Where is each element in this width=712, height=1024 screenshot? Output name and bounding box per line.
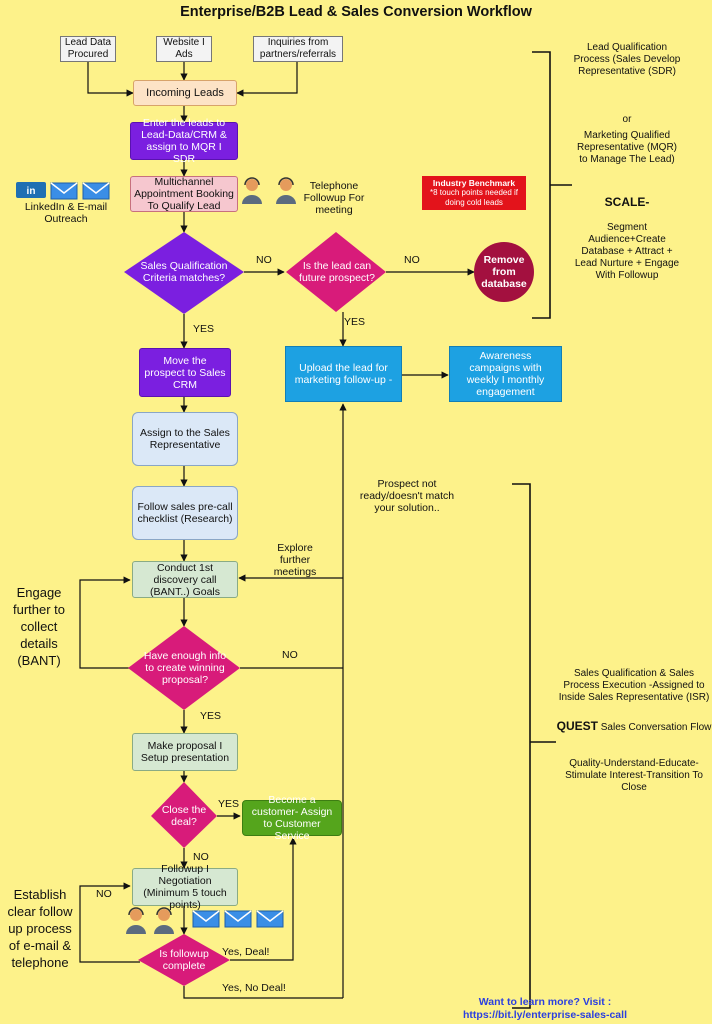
label-yes-deal: Yes, Deal! [222, 946, 270, 958]
email-icon [224, 910, 252, 928]
step-enter-crm: Enter the leads to Lead-Data/CRM & assig… [130, 117, 238, 165]
decision-enough-info-shape [128, 626, 240, 710]
note-quest: QUEST Sales Conversation Flow [556, 720, 712, 734]
decision-followup-shape [138, 934, 230, 986]
note-lead-qualification: Lead Qualification Process (Sales Develo… [573, 42, 681, 77]
label-no: NO [404, 254, 420, 266]
person-headset-icon [126, 907, 146, 934]
step-followup-negotiation: Followup I Negotiation (Minimum 5 touch … [132, 863, 238, 911]
connector [87, 62, 134, 97]
step-discovery-call: Conduct 1st discovery call (BANT..) Goal… [132, 561, 238, 598]
connector [79, 882, 140, 963]
decision-enough-info: Have enough info to create winning propo… [143, 650, 227, 686]
decision-future: Is the lead can future prospect? [299, 260, 375, 284]
industry-benchmark: Industry Benchmark *8 touch points neede… [422, 176, 526, 210]
person-headset-icon [242, 177, 262, 204]
note-establish-followup: Establish clear follow up process of e-m… [7, 887, 73, 970]
note-engage-further: Engage further to collect details (BANT) [12, 585, 66, 668]
note-quest-definition: Quality-Understand-Educate-Stimulate Int… [565, 758, 703, 793]
step-precall: Follow sales pre-call checklist (Researc… [132, 486, 238, 540]
quest-text: Sales Conversation Flow [600, 722, 712, 733]
benchmark-title: Industry Benchmark [432, 178, 516, 188]
footer-learn-more[interactable]: Want to learn more? Visit : https://bit.… [440, 996, 650, 1022]
email-icon [82, 182, 110, 200]
connector [79, 576, 131, 669]
source-inquiries: Inquiries from partners/referrals [253, 36, 343, 62]
person-headset-icon [154, 907, 174, 934]
decision-future-shape [286, 232, 386, 312]
label-yes: YES [200, 710, 222, 722]
label-yes-no-deal: Yes, No Deal! [222, 982, 286, 994]
label-yes: YES [218, 798, 240, 810]
label-no: NO [282, 649, 298, 661]
step-assign-rep: Assign to the Sales Representative [132, 412, 238, 466]
email-icon [50, 182, 78, 200]
source-lead-data: Lead Data Procured [60, 36, 116, 62]
note-sales-qualification: Sales Qualification & Sales Process Exec… [558, 668, 710, 703]
decision-close-shape [151, 782, 217, 848]
label-no: NO [256, 254, 272, 266]
note-scale: SCALE- [604, 195, 650, 209]
label-yes: YES [193, 323, 215, 335]
note-mqr: Marketing Qualified Representative (MQR)… [576, 130, 678, 165]
decision-close-deal: Close the deal? [161, 804, 207, 828]
footer-line1: Want to learn more? Visit : [478, 996, 612, 1008]
svg-text:in: in [27, 186, 36, 197]
step-upload-marketing: Upload the lead for marketing follow-up … [285, 346, 402, 402]
note-or: or [622, 114, 632, 125]
label-telephone-followup: Telephone Followup For meeting [303, 180, 365, 216]
label-explore-meetings: Explore further meetings [273, 542, 317, 578]
connector [183, 986, 343, 999]
step-become-customer: Become a customer- Assign to Customer Se… [242, 794, 342, 842]
label-no: NO [193, 851, 209, 863]
step-multichannel: Multichannel Appointment Booking To Qual… [130, 176, 238, 212]
person-headset-icon [276, 177, 296, 204]
linkedin-icon: in [16, 182, 46, 198]
step-incoming-leads: Incoming Leads [133, 80, 237, 106]
benchmark-text: *8 touch points needed if doing cold lea… [429, 188, 519, 207]
email-icon [192, 910, 220, 928]
label-prospect-not-ready: Prospect not ready/doesn't match your so… [359, 478, 455, 514]
step-move-prospect: Move the prospect to Sales CRM [139, 348, 231, 397]
label-yes: YES [344, 316, 366, 328]
label-no: NO [96, 888, 112, 900]
step-remove-database: Remove from database [474, 242, 534, 302]
note-scale-text: Segment Audience+Create Database + Attra… [574, 222, 680, 281]
connector [236, 62, 298, 97]
page-title: Enterprise/B2B Lead & Sales Conversion W… [180, 4, 532, 20]
quest-label: QUEST [556, 719, 598, 733]
step-proposal: Make proposal I Setup presentation [132, 733, 238, 771]
bracket-top [532, 51, 551, 319]
decision-followup-complete: Is followup complete [159, 948, 209, 972]
decision-criteria-shape [124, 232, 244, 314]
email-icon [256, 910, 284, 928]
footer-link[interactable]: https://bit.ly/enterprise-sales-call [463, 1009, 627, 1021]
decision-criteria: Sales Qualification Criteria matches? [140, 260, 228, 284]
label-linkedin-outreach: LinkedIn & E-mail Outreach [24, 201, 108, 225]
step-awareness: Awareness campaigns with weekly I monthl… [449, 346, 562, 402]
source-website: Website I Ads [156, 36, 212, 62]
bracket-bottom [512, 483, 531, 1009]
connector [230, 837, 297, 961]
